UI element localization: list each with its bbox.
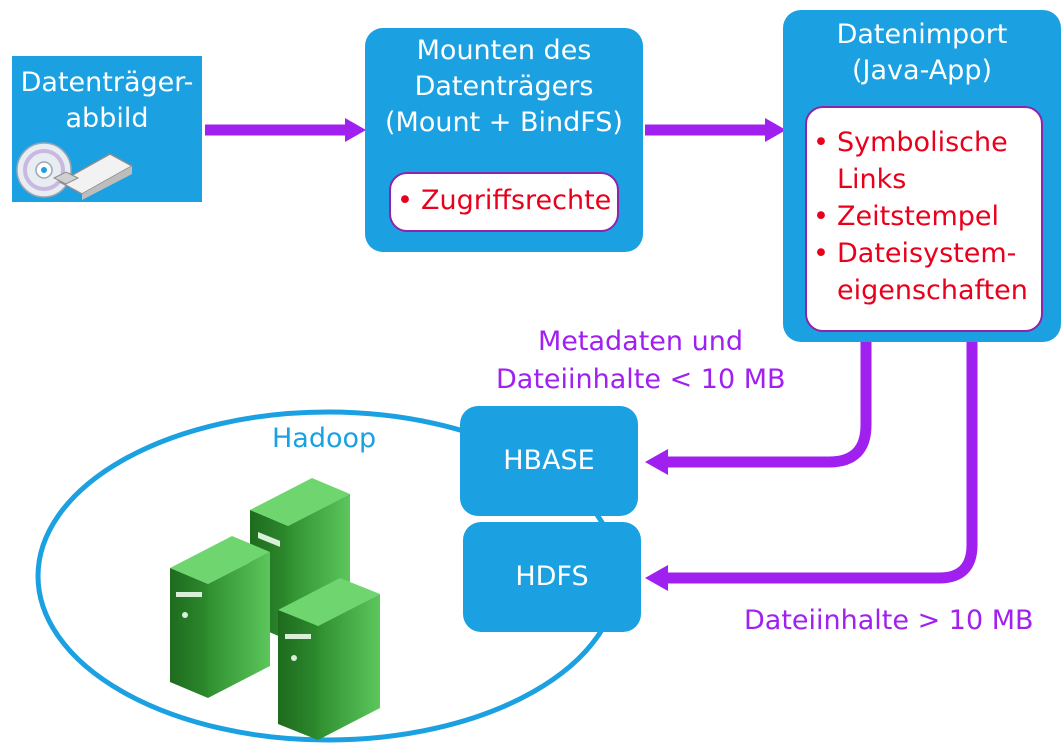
- import-box: Datenimport (Java-App) Symbolische Links…: [783, 10, 1061, 342]
- hbase-label: HBASE: [503, 445, 595, 476]
- hbase-box: HBASE: [460, 406, 638, 516]
- list-item-continuation: Links: [837, 164, 907, 195]
- hdfs-label: HDFS: [515, 561, 589, 592]
- list-item-continuation: eigenschaften: [837, 275, 1028, 306]
- list-item: Dateisystem-: [807, 235, 1041, 272]
- arrow-source-to-mount: [205, 118, 366, 142]
- import-title-line2: (Java-App): [852, 55, 992, 86]
- server-icon: [170, 536, 270, 698]
- mount-box: Mounten des Datenträgers (Mount + BindFS…: [365, 28, 643, 252]
- mount-title-line2: Datenträgers: [414, 71, 594, 102]
- hadoop-label: Hadoop: [272, 423, 377, 454]
- cd-icon: [16, 142, 72, 198]
- mount-requirements-list: Zugriffsrechte: [391, 182, 617, 219]
- list-item: Symbolische: [807, 124, 1041, 161]
- arrow-import-to-hdfs: [645, 342, 978, 591]
- import-title-line1: Datenimport: [836, 19, 1008, 50]
- hdfs-box: HDFS: [463, 522, 641, 632]
- import-features-panel: Symbolische Links Zeitstempel Dateisyste…: [805, 106, 1043, 332]
- mount-title-line1: Mounten des: [416, 35, 592, 66]
- server-icon: [278, 578, 380, 740]
- source-image-box: Datenträger- abbild: [12, 56, 202, 202]
- mount-requirements-panel: Zugriffsrechte: [389, 172, 619, 232]
- list-item: Zeitstempel: [807, 198, 1041, 235]
- mount-title-line3: (Mount + BindFS): [385, 107, 623, 138]
- edge-label-hbase-line2: Dateiinhalte < 10 MB: [496, 364, 786, 395]
- import-features-list: Symbolische Links Zeitstempel Dateisyste…: [807, 124, 1041, 309]
- usb-drive-icon: [52, 153, 134, 200]
- list-item: Zugriffsrechte: [391, 182, 617, 219]
- source-title-line1: Datenträger-: [20, 67, 194, 98]
- arrow-import-to-hbase: [645, 342, 872, 475]
- edge-label-hdfs: Dateiinhalte > 10 MB: [744, 605, 1034, 636]
- arrow-mount-to-import: [645, 118, 786, 142]
- edge-label-hbase-line1: Metadaten und: [538, 326, 743, 357]
- source-title-line2: abbild: [65, 103, 149, 134]
